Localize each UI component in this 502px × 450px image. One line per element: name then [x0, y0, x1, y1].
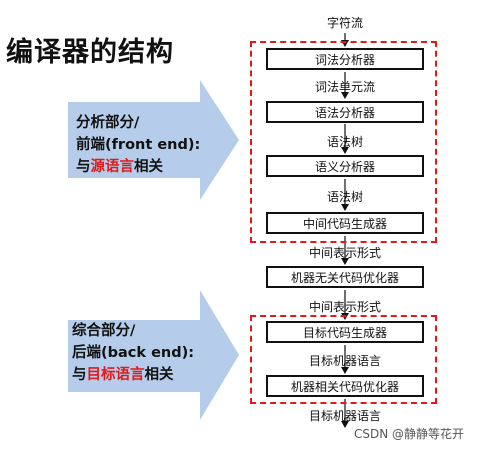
syntax-analyzer-box: 语法分析器 — [266, 101, 424, 123]
input-label: 字符流 — [326, 16, 364, 30]
machine-independent-optimizer-box: 机器无关代码优化器 — [266, 266, 424, 288]
edge-label: 中间表示形式 — [308, 246, 382, 260]
intermediate-code-generator-box: 中间代码生成器 — [266, 212, 424, 234]
semantic-analyzer-box: 语义分析器 — [266, 155, 424, 177]
back-end-arrow-shape — [68, 290, 239, 420]
back-end-line2: 后端(back end): — [72, 345, 195, 361]
back-end-text: 综合部分/ 后端(back end): 与目标语言相关 — [72, 320, 194, 386]
back-end-line1: 综合部分/ — [72, 323, 136, 339]
front-end-text: 分析部分/ 前端(front end): 与源语言相关 — [76, 112, 200, 178]
back-end-line3: 与目标语言相关 — [72, 367, 174, 383]
edge-label: 中间表示形式 — [308, 300, 382, 314]
front-end-line3: 与源语言相关 — [76, 159, 163, 175]
front-end-line1: 分析部分/ — [76, 115, 140, 131]
source-language-highlight: 源语言 — [90, 159, 135, 175]
front-end-line2: 前端(front end): — [76, 137, 201, 153]
lexical-analyzer-box: 词法分析器 — [266, 48, 424, 70]
output-label: 目标机器语言 — [308, 409, 382, 423]
edge-label: 语法树 — [326, 190, 364, 204]
edge-label: 语法树 — [326, 135, 364, 149]
watermark: CSDN @静静等花开 — [354, 427, 465, 441]
page-title: 编译器的结构 — [6, 37, 174, 68]
edge-label: 目标机器语言 — [308, 354, 382, 368]
front-end-arrow-shape — [68, 80, 239, 200]
edge-label: 词法单元流 — [314, 80, 376, 94]
target-language-highlight: 目标语言 — [86, 367, 145, 383]
back-end-group — [250, 315, 437, 404]
front-end-group — [250, 41, 437, 243]
target-code-generator-box: 目标代码生成器 — [266, 321, 424, 343]
machine-dependent-optimizer-box: 机器相关代码优化器 — [266, 375, 424, 397]
